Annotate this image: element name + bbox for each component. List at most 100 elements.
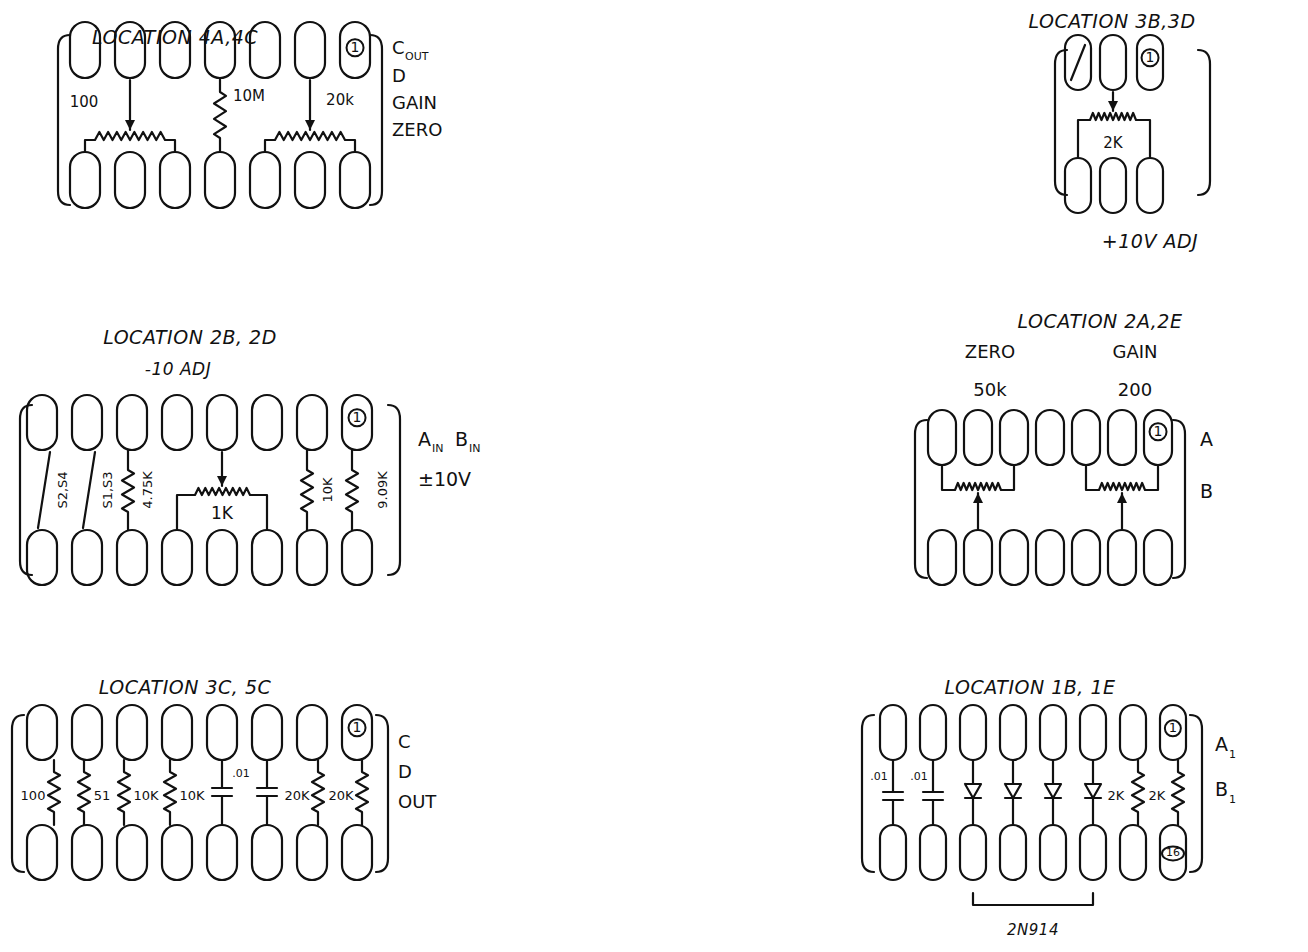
header-pad xyxy=(252,530,282,585)
header-pad xyxy=(250,152,280,208)
header-pad xyxy=(207,395,237,450)
header-pad xyxy=(252,825,282,880)
label-box: C xyxy=(398,732,411,753)
header-pad xyxy=(1137,35,1163,90)
label-box: A xyxy=(1215,734,1228,756)
header-pad xyxy=(1065,158,1091,213)
label-box: LOCATION 1B, 1E xyxy=(944,677,1115,699)
label-box: 1 xyxy=(1149,422,1168,441)
resistor-symbol xyxy=(48,760,60,825)
capacitor-lead xyxy=(932,760,934,792)
header-pad xyxy=(27,530,57,585)
label-box: LOCATION 3C, 5C xyxy=(99,677,272,699)
resistor-symbol xyxy=(78,760,90,825)
header-pad xyxy=(920,825,946,880)
component-label: 1 xyxy=(1229,794,1236,807)
label-box: D xyxy=(398,762,412,783)
component-label: 100 xyxy=(70,94,99,111)
capacitor-plate xyxy=(257,787,277,789)
label-box: 1 xyxy=(346,38,365,57)
label-box: .01 xyxy=(870,766,888,784)
header-pad xyxy=(297,395,327,450)
resistor-symbol xyxy=(118,760,130,825)
label-box: 1 xyxy=(1229,789,1236,807)
label-box: LOCATION 3B,3D xyxy=(1028,11,1195,33)
header-pad xyxy=(70,152,100,208)
bracket xyxy=(370,35,382,205)
header-pad xyxy=(964,530,992,585)
header-pad xyxy=(295,22,325,78)
wiper-arrow xyxy=(1112,92,1114,111)
pin-number: 1 xyxy=(1141,48,1160,67)
label-box: 10K xyxy=(133,786,158,804)
resistor-symbol xyxy=(356,760,368,825)
label-box: LOCATION 4A,4C xyxy=(92,27,258,49)
header-pad xyxy=(342,825,372,880)
resistor-symbol xyxy=(312,760,324,825)
header-pad xyxy=(960,825,986,880)
header-pad xyxy=(72,825,102,880)
component-label: 10K xyxy=(179,789,204,804)
component-label: 2K xyxy=(1103,135,1122,152)
label-box: .01 xyxy=(910,766,928,784)
label-box: ZERO xyxy=(965,342,1015,363)
location-title: LOCATION 3B,3D xyxy=(1028,11,1195,33)
label-box: 10K xyxy=(179,786,204,804)
pin-mark xyxy=(1071,45,1085,80)
label-box: 200 xyxy=(1118,380,1152,401)
component-label: 200 xyxy=(1118,380,1152,401)
header-pad xyxy=(1065,35,1091,90)
label-box: IN xyxy=(469,438,480,456)
header-pad xyxy=(880,825,906,880)
header-pad xyxy=(160,152,190,208)
location-title: +10V ADJ xyxy=(1102,231,1198,253)
label-box: 1 xyxy=(1229,744,1236,762)
jumper-wire xyxy=(83,452,95,528)
header-pad xyxy=(252,705,282,760)
header-pad xyxy=(340,152,370,208)
pin-number: 1 xyxy=(1164,719,1182,737)
header-pad xyxy=(340,22,370,78)
component-label: C xyxy=(398,732,411,753)
header-pad xyxy=(115,152,145,208)
bracket xyxy=(1055,50,1067,195)
component-label: IN xyxy=(469,443,480,456)
diode-lead xyxy=(1092,760,1094,784)
label-box: S2,S4 xyxy=(53,471,71,508)
header-pad xyxy=(960,705,986,760)
header-pad xyxy=(27,395,57,450)
wiper-arrow xyxy=(1121,493,1123,530)
header-pad xyxy=(1137,158,1163,213)
header-pad xyxy=(880,705,906,760)
header-pad xyxy=(1108,530,1136,585)
header-pad xyxy=(1120,825,1146,880)
label-box: 10K xyxy=(318,477,336,502)
header-pad xyxy=(1144,530,1172,585)
label-box: LOCATION 2B, 2D xyxy=(103,327,277,349)
header-pad xyxy=(342,395,372,450)
header-pad xyxy=(207,530,237,585)
label-box: -10 ADJ xyxy=(145,360,211,380)
potentiometer-symbol xyxy=(942,465,1014,490)
header-pad xyxy=(162,395,192,450)
label-box: 100 xyxy=(70,93,99,111)
header-pad xyxy=(117,825,147,880)
component-label: B xyxy=(1215,779,1228,801)
location-title: LOCATION 1B, 1E xyxy=(944,677,1115,699)
header-pad xyxy=(1000,705,1026,760)
location-title: LOCATION 3C, 5C xyxy=(99,677,272,699)
capacitor-plate xyxy=(883,791,903,793)
label-box: 1 xyxy=(348,718,367,737)
label-box: S1,S3 xyxy=(98,471,116,508)
bracket xyxy=(1173,420,1185,578)
header-pad xyxy=(72,705,102,760)
wiper-arrow xyxy=(977,493,979,530)
label-box: +10V ADJ xyxy=(1102,231,1198,253)
label-box: ±10V xyxy=(418,469,471,491)
bracket xyxy=(20,405,32,575)
header-pad xyxy=(1144,410,1172,465)
diode-lead xyxy=(1012,760,1014,784)
location-title: -10 ADJ xyxy=(145,360,211,380)
header-pad xyxy=(920,705,946,760)
component-label: OUT xyxy=(405,51,428,64)
